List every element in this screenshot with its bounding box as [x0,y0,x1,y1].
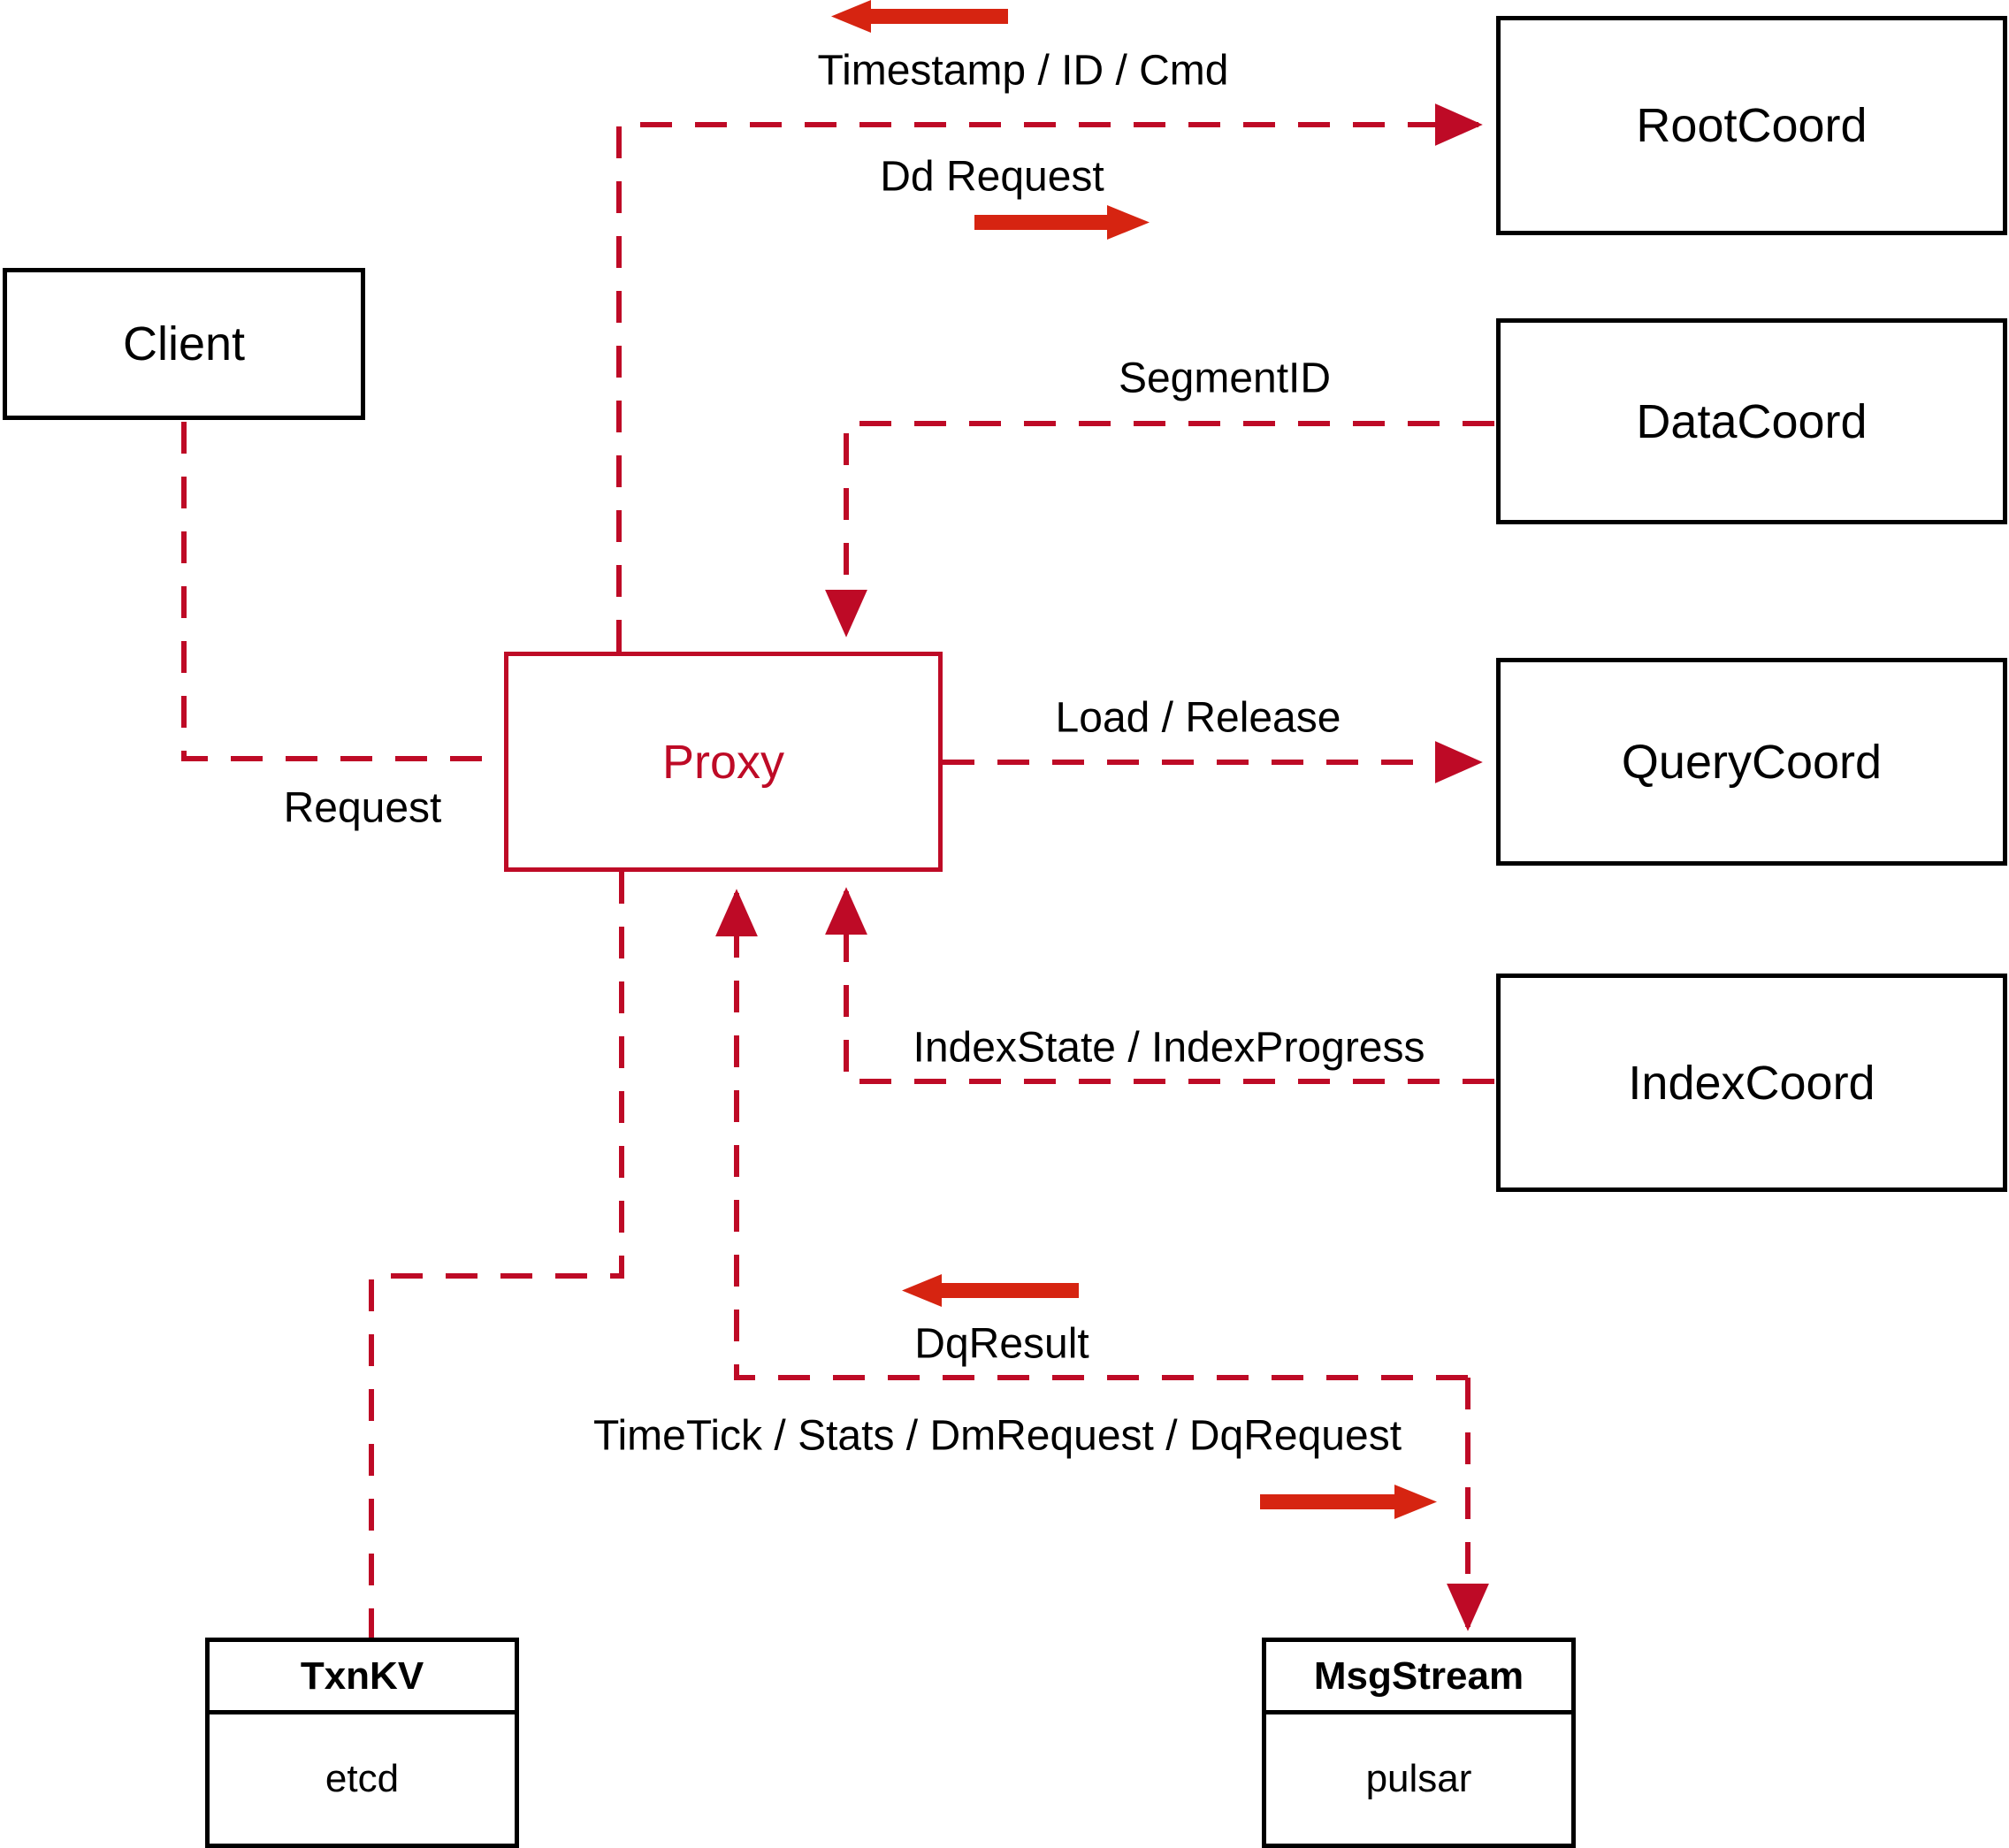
node-msgstream-impl-label: pulsar [1365,1757,1472,1800]
node-client-label: Client [122,317,246,370]
node-root-coord[interactable]: RootCoord [1496,16,2007,235]
node-msgstream[interactable]: MsgStream pulsar [1262,1638,1576,1848]
node-proxy-label: Proxy [661,735,785,789]
node-msgstream-label: MsgStream [1313,1653,1524,1698]
node-txnkv[interactable]: TxnKV etcd [205,1638,519,1848]
node-query-coord-label: QueryCoord [1621,735,1883,789]
wire-dq-result [715,889,1468,1380]
accent-arrow-timetick [1260,1485,1437,1519]
edge-label-timestamp-id-cmd: Timestamp / ID / Cmd [817,47,1229,95]
node-msgstream-header: MsgStream [1266,1642,1571,1714]
node-data-coord-label: DataCoord [1636,394,1868,448]
edge-label-timetick-stats: TimeTick / Stats / DmRequest / DqRequest [592,1412,1402,1460]
edge-label-dd-request: Dd Request [880,153,1104,201]
edge-label-index-state: IndexState / IndexProgress [913,1024,1425,1072]
node-proxy[interactable]: Proxy [504,652,943,872]
node-root-coord-label: RootCoord [1636,99,1868,152]
node-data-coord[interactable]: DataCoord [1496,318,2007,524]
wire-txnkv [369,872,624,1638]
accent-arrow-timestamp [831,0,1008,33]
node-txnkv-impl-label: etcd [325,1757,400,1800]
node-msgstream-body: pulsar [1266,1714,1571,1844]
node-index-coord-label: IndexCoord [1628,1056,1875,1110]
edge-label-request: Request [283,784,442,832]
node-txnkv-label: TxnKV [300,1653,424,1698]
node-client[interactable]: Client [3,268,365,420]
node-index-coord[interactable]: IndexCoord [1496,974,2007,1192]
edge-label-load-release: Load / Release [1055,694,1341,742]
node-txnkv-header: TxnKV [210,1642,515,1714]
node-query-coord[interactable]: QueryCoord [1496,658,2007,866]
edge-label-segment-id: SegmentID [1118,355,1332,402]
accent-arrow-dd-request [974,205,1150,240]
wire-root-coord [616,103,1483,652]
node-txnkv-body: etcd [210,1714,515,1844]
accent-arrow-dq-result [902,1274,1079,1307]
edge-label-dq-result: DqResult [914,1320,1089,1368]
wire-segment-id [825,421,1494,638]
